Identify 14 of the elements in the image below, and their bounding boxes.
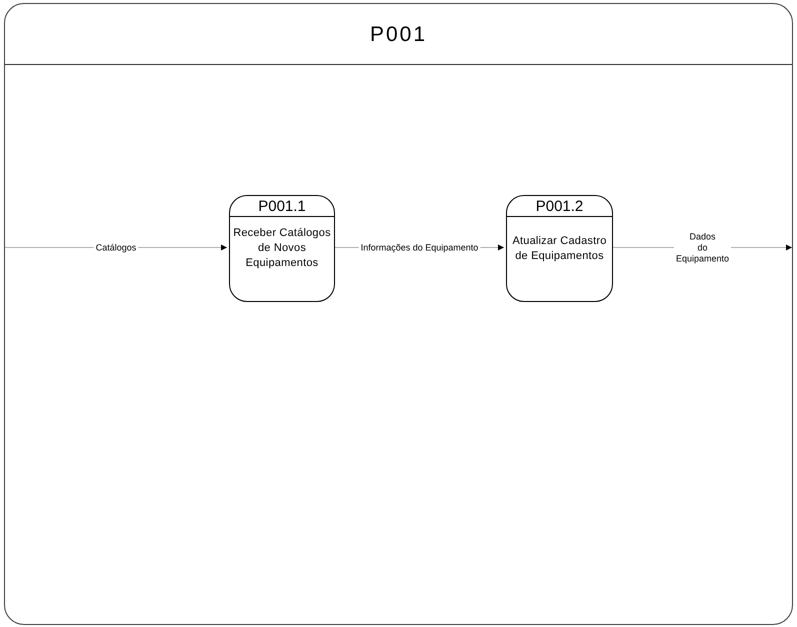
process-id: P001.2 [536, 198, 584, 214]
process-label: Receber Catálogos de Novos Equipamentos [233, 226, 331, 271]
arrow [4, 244, 228, 250]
arrow [612, 244, 792, 250]
frame-title: P001 [370, 24, 428, 44]
edge-label: Informações do Equipamento [360, 242, 478, 254]
process-id: P001.1 [258, 198, 306, 214]
edge-label: Catálogos [96, 242, 136, 254]
process-box [506, 195, 613, 302]
process-label: Atualizar Cadastro de Equipamentos [511, 234, 608, 264]
arrow [334, 244, 504, 250]
edge-label: Dados do Equipamento [676, 232, 730, 264]
process-frame [4, 3, 793, 625]
process-box [229, 195, 335, 302]
